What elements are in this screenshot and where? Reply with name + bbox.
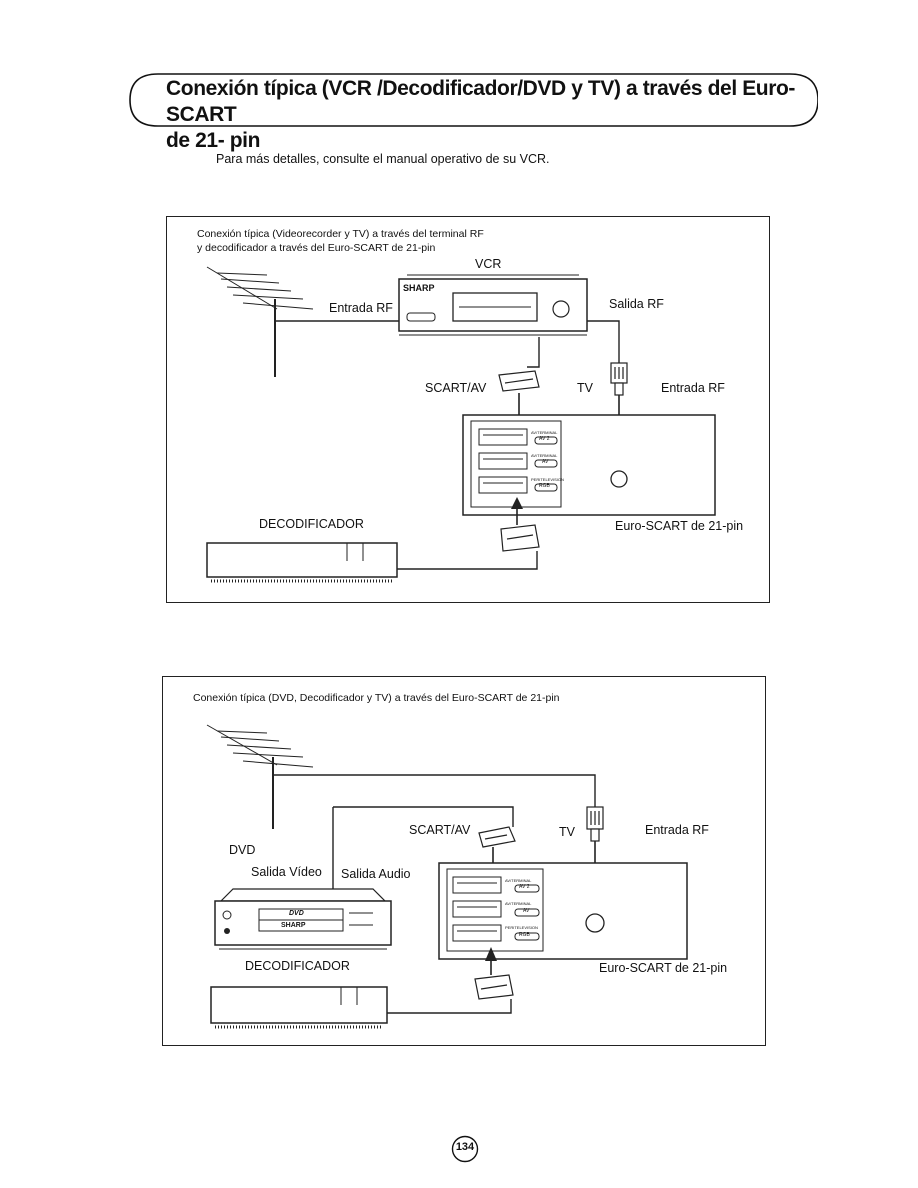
page-number-text: 134: [455, 1141, 475, 1153]
section-title-banner: Conexión típica (VCR /Decodificador/DVD …: [128, 72, 818, 152]
label-entrada-rf-right: Entrada RF: [661, 381, 725, 395]
tv-tag-2: AV: [542, 459, 549, 465]
label-entrada-rf-left: Entrada RF: [329, 301, 393, 315]
page-number: 134: [451, 1135, 479, 1163]
label-salida-audio: Salida Audio: [341, 867, 411, 881]
title-line-1: Conexión típica (VCR /Decodificador/DVD …: [166, 77, 796, 126]
label-scart-av: SCART/AV: [409, 823, 471, 837]
scart-plug-icon: [498, 370, 540, 392]
label-tv: TV: [577, 381, 593, 395]
scart-plug-icon: [478, 826, 516, 848]
label-scart-av: SCART/AV: [425, 381, 487, 395]
tv-terminal-1: AV/TERMINAL: [531, 430, 558, 435]
label-decodificador: DECODIFICADOR: [259, 517, 364, 531]
dvd-logo: DVD: [289, 910, 304, 917]
tv-tag-3: RGB: [539, 483, 550, 489]
title-line-2: de 21- pin: [166, 129, 261, 152]
tv-rear-panel: [438, 862, 688, 960]
rf-plug-icon: [586, 806, 604, 842]
diagram-panel-dvd: Conexión típica (DVD, Decodificador y TV…: [162, 676, 766, 1046]
tv-terminal-3: PERITELEVISION: [531, 477, 564, 482]
label-dvd: DVD: [229, 843, 256, 857]
panel2-diagram: [206, 724, 688, 1029]
tv-terminal-1: AV/TERMINAL: [505, 878, 532, 883]
label-tv: TV: [559, 825, 575, 839]
label-decodificador: DECODIFICADOR: [245, 959, 350, 973]
label-euro-scart: Euro-SCART de 21-pin: [599, 961, 728, 975]
diagram-panel-vcr: Conexión típica (Videorecorder y TV) a t…: [166, 216, 770, 603]
panel1-caption: Conexión típica (Videorecorder y TV) a t…: [197, 227, 484, 255]
tv-rear-panel: [462, 414, 716, 516]
rf-plug-icon: [610, 362, 628, 396]
scart-plug-decoder-icon: [500, 524, 540, 552]
tv-tag-1: AV 2: [539, 436, 550, 442]
dvd-player-icon: [214, 888, 392, 950]
dvd-brand: SHARP: [281, 922, 306, 929]
panel1-caption-line1: Conexión típica (Videorecorder y TV) a t…: [197, 228, 484, 240]
label-entrada-rf: Entrada RF: [645, 823, 709, 837]
decoder-icon: [206, 542, 398, 583]
scart-plug-decoder-icon: [474, 974, 514, 1000]
tv-tag-2: AV: [523, 908, 530, 914]
title-frame: [129, 73, 818, 127]
panel1-caption-line2: y decodificador a través del Euro-SCART …: [197, 242, 436, 254]
panel2-caption: Conexión típica (DVD, Decodificador y TV…: [193, 692, 560, 704]
panel1-diagram: [206, 266, 716, 583]
antenna-icon: [206, 724, 314, 829]
tv-terminal-3: PERITELEVISION: [505, 925, 538, 930]
label-vcr: VCR: [475, 257, 502, 271]
tv-terminal-2: AV/TERMINAL: [505, 901, 532, 906]
intro-text: Para más detalles, consulte el manual op…: [216, 152, 550, 166]
vcr-icon: [398, 274, 588, 336]
section-title: Conexión típica (VCR /Decodificador/DVD …: [166, 76, 806, 154]
page-number-circle: [451, 1135, 479, 1163]
tv-terminal-2: AV/TERMINAL: [531, 453, 558, 458]
label-salida-video: Salida Vídeo: [251, 865, 322, 879]
tv-tag-3: RGB: [519, 932, 530, 938]
vcr-brand: SHARP: [403, 283, 435, 293]
label-salida-rf: Salida RF: [609, 297, 664, 311]
decoder-icon: [210, 986, 388, 1029]
tv-tag-1: AV 2: [519, 884, 530, 890]
antenna-icon: [206, 266, 314, 377]
label-euro-scart: Euro-SCART de 21-pin: [615, 519, 744, 533]
